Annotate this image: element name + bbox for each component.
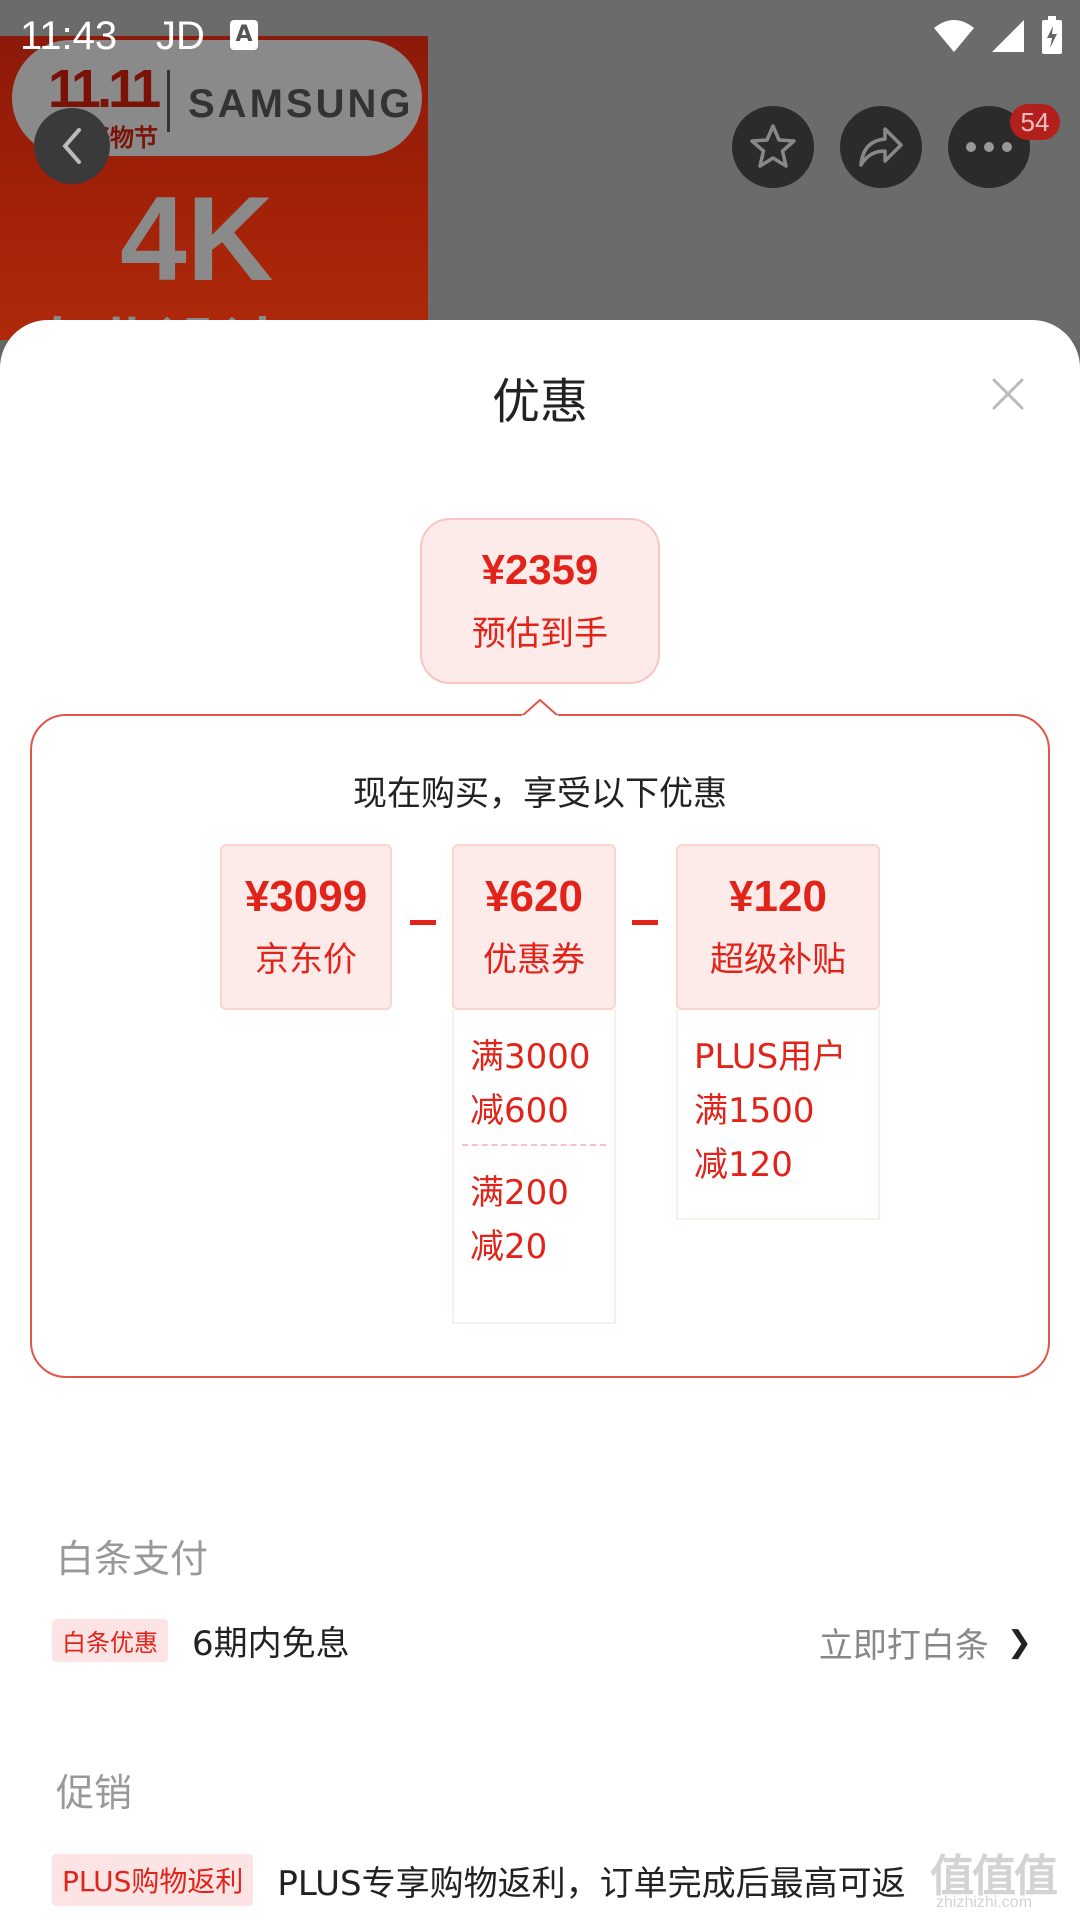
discount-sheet: 优惠 ¥2359 预估到手 现在购买，享受以下优惠 ¥3099 京东价 ¥620… (0, 320, 1080, 1920)
more-icon (966, 142, 1012, 152)
coupon-card: ¥620 优惠券 (452, 844, 616, 1010)
share-button[interactable] (840, 106, 922, 188)
promotion-section-label: 促销 (56, 1771, 133, 1815)
baitiao-action[interactable]: 立即打白条 ❯ (819, 1618, 1032, 1667)
chevron-left-icon (62, 128, 81, 164)
subsidy-detail-line3: 减120 (694, 1145, 793, 1185)
close-icon (992, 378, 1024, 410)
subsidy-value: ¥120 (729, 872, 827, 921)
coupon-detail-2-line2: 减20 (470, 1227, 548, 1267)
favorite-button[interactable] (732, 106, 814, 188)
sheet-title: 优惠 (491, 374, 588, 430)
promotion-row[interactable]: PLUS购物返利 PLUS专享购物返利，订单完成后最高可返 (52, 1850, 1032, 1910)
watermark-domain: zhizhizhi.com (936, 1894, 1033, 1911)
minus-sign (632, 920, 658, 925)
subsidy-card: ¥120 超级补贴 (676, 844, 880, 1010)
chevron-right-icon: ❯ (1006, 1625, 1032, 1660)
coupon-detail-1: 满3000 减600 (454, 1010, 614, 1138)
wifi-icon (934, 20, 974, 52)
subsidy-details: PLUS用户 满1500 减120 (676, 1010, 880, 1220)
status-bar: 11:43 JD A (0, 0, 1080, 72)
baitiao-section-label: 白条支付 (56, 1537, 209, 1581)
promotion-tag: PLUS购物返利 (52, 1854, 254, 1906)
jd-price-card: ¥3099 京东价 (220, 844, 392, 1010)
banner-headline: 4K (120, 172, 274, 306)
minus-sign (410, 920, 436, 925)
battery-icon (1042, 16, 1062, 54)
notification-icon: A (230, 20, 258, 50)
banner-divider (167, 70, 170, 132)
estimated-price: ¥2359 (481, 546, 599, 593)
jd-price-label: 京东价 (255, 940, 357, 980)
estimated-price-label: 预估到手 (472, 614, 608, 654)
coupon-label: 优惠券 (483, 940, 585, 980)
coupon-detail-2: 满200 减20 (454, 1146, 614, 1274)
close-button[interactable] (984, 370, 1032, 418)
promotion-text: PLUS专享购物返利，订单完成后最高可返 (277, 1863, 906, 1904)
status-time: 11:43 (20, 14, 118, 58)
back-button[interactable] (34, 108, 110, 184)
banner-brand: SAMSUNG (188, 82, 414, 126)
status-app-name: JD (156, 14, 205, 58)
breakdown-heading: 现在购买，享受以下优惠 (353, 774, 727, 814)
coupon-details: 满3000 减600 满200 减20 (452, 1010, 616, 1324)
status-icons (932, 16, 1064, 56)
coupon-detail-1-line1: 满3000 (470, 1037, 591, 1077)
signal-icon (992, 20, 1024, 52)
baitiao-action-label: 立即打白条 (818, 1626, 989, 1666)
watermark-logo: 值值值 (930, 1851, 1058, 1902)
subsidy-detail-1: PLUS用户 满1500 减120 (678, 1010, 878, 1192)
dashed-divider (462, 1144, 606, 1146)
baitiao-text: 6期内免息 (192, 1623, 350, 1664)
coupon-detail-2-line1: 满200 (470, 1173, 569, 1213)
star-icon (750, 124, 796, 168)
baitiao-row[interactable]: 白条优惠 6期内免息 立即打白条 ❯ (52, 1610, 1032, 1670)
pointer-notch (522, 698, 558, 718)
discount-breakdown: 现在购买，享受以下优惠 ¥3099 京东价 ¥620 优惠券 满3000 减60… (30, 714, 1050, 1378)
coupon-detail-1-line2: 减600 (470, 1091, 569, 1131)
subsidy-label: 超级补贴 (710, 940, 846, 980)
subsidy-detail-line2: 满1500 (694, 1091, 815, 1131)
subsidy-detail-line1: PLUS用户 (694, 1037, 847, 1077)
jd-price-value: ¥3099 (244, 872, 368, 921)
baitiao-tag: 白条优惠 (52, 1618, 168, 1662)
estimated-price-box: ¥2359 预估到手 (420, 518, 660, 684)
coupon-value: ¥620 (485, 872, 583, 921)
share-icon (859, 127, 903, 167)
notification-badge: 54 (1010, 104, 1060, 140)
